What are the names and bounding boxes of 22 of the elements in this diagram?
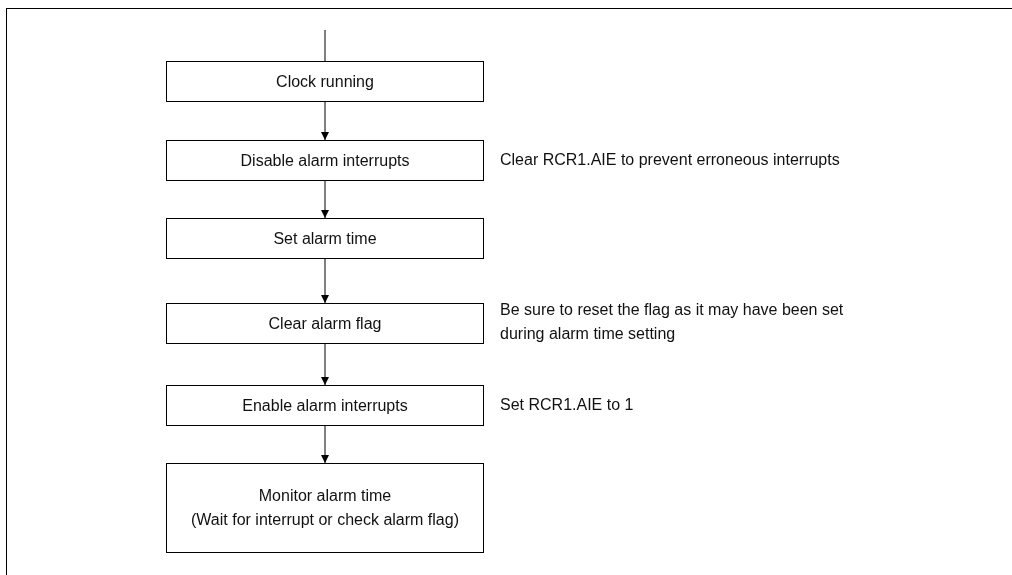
note-text: Clear RCR1.AIE to prevent erroneous interrupts	[500, 150, 841, 170]
arrow	[321, 258, 329, 304]
process-box	[166, 61, 484, 102]
step-text: Set alarm time	[273, 228, 377, 249]
arrow	[321, 343, 329, 386]
process-box	[166, 385, 484, 426]
arrow	[321, 180, 329, 219]
step-text: Clear alarm flag	[268, 313, 382, 334]
note-text: Be sure to reset the flag as it may have been set during alarm time setting	[500, 300, 845, 344]
process-box	[166, 303, 484, 344]
step-text: Disable alarm interrupts	[240, 150, 410, 171]
step-text: (Wait for interrupt or check alarm flag)	[191, 510, 459, 530]
line	[324, 29, 326, 62]
process-box	[166, 140, 484, 181]
process-box	[166, 463, 484, 553]
process-box	[166, 218, 484, 259]
arrow	[321, 425, 329, 464]
step-text: Clock running	[276, 71, 374, 92]
step-text: Monitor alarm time	[258, 486, 392, 506]
note-text: Set RCR1.AIE to 1	[500, 395, 635, 415]
step-text: Enable alarm interrupts	[242, 395, 408, 416]
arrow	[321, 101, 329, 141]
